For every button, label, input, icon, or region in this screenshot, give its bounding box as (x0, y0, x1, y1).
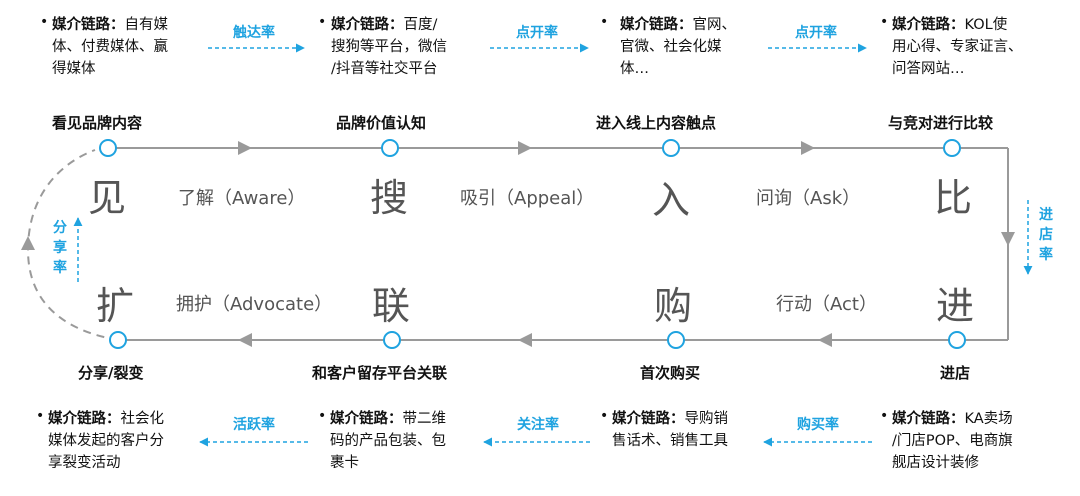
bottom-arrow-3 (238, 333, 252, 347)
share-rate-label: 分享率 (53, 220, 67, 276)
top-media-box-2: 媒介链路：百度/ 搜狗等平台，微信 /抖音等社交平台 (331, 14, 481, 80)
node-bottom-1 (109, 331, 127, 349)
media-text: 官网、 官微、社会化媒 体… (620, 17, 736, 77)
bottom-rate-2: 关注率 (517, 417, 559, 433)
phase-act: 行动（Act） (776, 294, 877, 315)
media-key: 媒介链路： (892, 411, 965, 427)
big-char-connect: 联 (372, 284, 411, 328)
bullet: • (318, 14, 327, 30)
top-media-box-1: 媒介链路：自有媒 体、付费媒体、赢 得媒体 (52, 14, 202, 80)
big-char-search: 搜 (370, 176, 409, 220)
top-arrow-3 (801, 141, 815, 155)
bottom-media-box-4: 媒介链路：KA卖场 /门店POP、电商旗 舰店设计装修 (892, 408, 1052, 474)
node-top-1 (99, 139, 117, 157)
top-arrow-2 (518, 141, 532, 155)
node-top-4 (943, 139, 961, 157)
bottom-arrow-1 (818, 333, 832, 347)
media-text: 百度/ 搜狗等平台，微信 /抖音等社交平台 (331, 17, 447, 77)
media-key: 媒介链路： (612, 411, 685, 427)
bottom-stage-2: 和客户留存平台关联 (312, 364, 448, 382)
loop-dashed-arc (26, 149, 119, 341)
bullet: • (600, 14, 609, 30)
bullet: • (880, 408, 889, 424)
media-text: 自有媒 体、付费媒体、赢 得媒体 (52, 17, 168, 77)
bottom-media-box-2: 媒介链路：带二维 码的产品包装、包 裹卡 (330, 408, 480, 474)
bottom-media-box-3: 媒介链路：导购销 售话术、销售工具 (612, 408, 764, 452)
top-rate-2: 点开率 (516, 25, 558, 41)
top-stage-3: 进入线上内容触点 (596, 114, 717, 132)
big-char-expand: 扩 (96, 284, 135, 328)
phase-advocate: 拥护（Advocate） (176, 294, 333, 315)
media-key: 媒介链路： (620, 17, 693, 33)
bottom-rate-3: 购买率 (797, 417, 839, 433)
top-arrow-1 (238, 141, 252, 155)
media-key: 媒介链路： (52, 17, 125, 33)
bottom-arrow-2 (518, 333, 532, 347)
big-char-enter-store: 进 (936, 284, 975, 328)
node-top-3 (662, 139, 680, 157)
top-stage-4: 与竞对进行比较 (888, 114, 994, 132)
big-char-see: 见 (88, 176, 127, 220)
top-rate-1: 触达率 (233, 25, 275, 41)
loop-arrow (21, 236, 35, 250)
bottom-stage-4: 进店 (940, 364, 971, 382)
bottom-rate-1: 活跃率 (233, 417, 275, 433)
media-text: 社会化 媒体发起的客户分 享裂变活动 (48, 411, 164, 471)
bottom-stage-1: 分享/裂变 (78, 364, 144, 382)
media-key: 媒介链路： (48, 411, 121, 427)
bottom-stage-3: 首次购买 (640, 364, 701, 382)
node-bottom-4 (948, 331, 966, 349)
media-key: 媒介链路： (892, 17, 965, 33)
phase-ask: 问询（Ask） (756, 188, 861, 209)
bullet: • (600, 408, 609, 424)
media-text: 带二维 码的产品包装、包 裹卡 (330, 411, 446, 471)
media-text: KA卖场 /门店POP、电商旗 舰店设计装修 (892, 411, 1013, 471)
top-media-box-3: 媒介链路：官网、 官微、社会化媒 体… (620, 14, 765, 80)
bullet: • (40, 14, 49, 30)
store-rate-label: 进店率 (1039, 207, 1053, 263)
bullet: • (36, 408, 45, 424)
media-key: 媒介链路： (330, 411, 403, 427)
node-bottom-2 (383, 331, 401, 349)
big-char-compare: 比 (934, 176, 973, 220)
node-bottom-3 (667, 331, 685, 349)
bottom-media-box-1: 媒介链路：社会化 媒体发起的客户分 享裂变活动 (48, 408, 200, 474)
right-arrow (1001, 232, 1015, 246)
top-stage-2: 品牌价值认知 (336, 114, 427, 132)
media-key: 媒介链路： (331, 17, 404, 33)
top-media-box-4: 媒介链路：KOL使 用心得、专家证言、 问答网站… (892, 14, 1052, 80)
node-top-2 (381, 139, 399, 157)
top-stage-1: 看见品牌内容 (52, 114, 143, 132)
phase-aware: 了解（Aware） (178, 188, 306, 209)
phase-appeal: 吸引（Appeal） (460, 188, 595, 209)
bullet: • (318, 408, 327, 424)
big-char-buy: 购 (654, 284, 693, 328)
media-text: KOL使 用心得、专家证言、 问答网站… (892, 17, 1023, 77)
media-text: 导购销 售话术、销售工具 (612, 411, 728, 449)
big-char-enter: 入 (652, 178, 691, 222)
bullet: • (880, 14, 889, 30)
top-rate-3: 点开率 (795, 25, 837, 41)
